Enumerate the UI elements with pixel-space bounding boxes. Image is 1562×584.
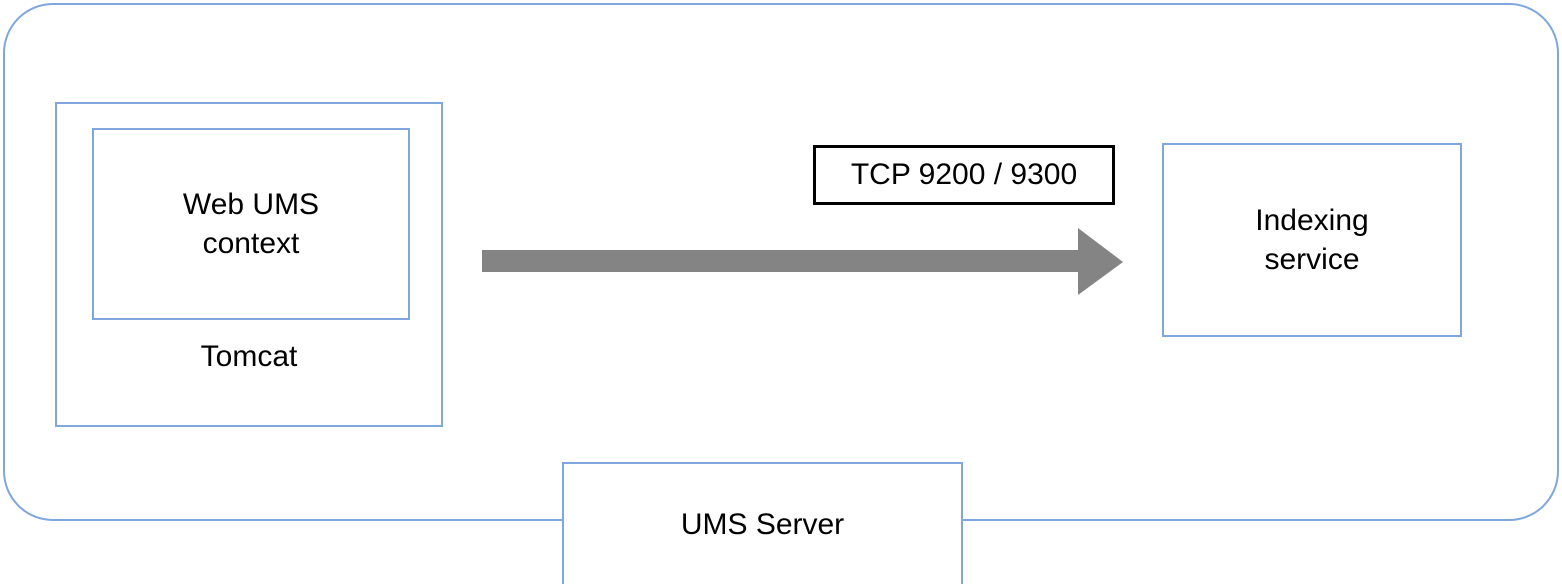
web-ums-context-box[interactable]: Web UMS context [92,128,410,320]
tomcat-label: Tomcat [200,340,298,373]
web-ums-context-label: Web UMS context [182,188,320,260]
indexing-service-box[interactable]: Indexing service [1162,143,1462,337]
indexing-service-label: Indexing service [1255,204,1369,276]
ums-server-box[interactable]: UMS Server [562,462,963,584]
tomcat-box[interactable]: Web UMS context Tomcat [55,102,443,427]
tcp-port-label-text: TCP 9200 / 9300 [850,158,1078,191]
ums-server-label: UMS Server [680,508,845,541]
tcp-port-label-box: TCP 9200 / 9300 [813,145,1115,205]
